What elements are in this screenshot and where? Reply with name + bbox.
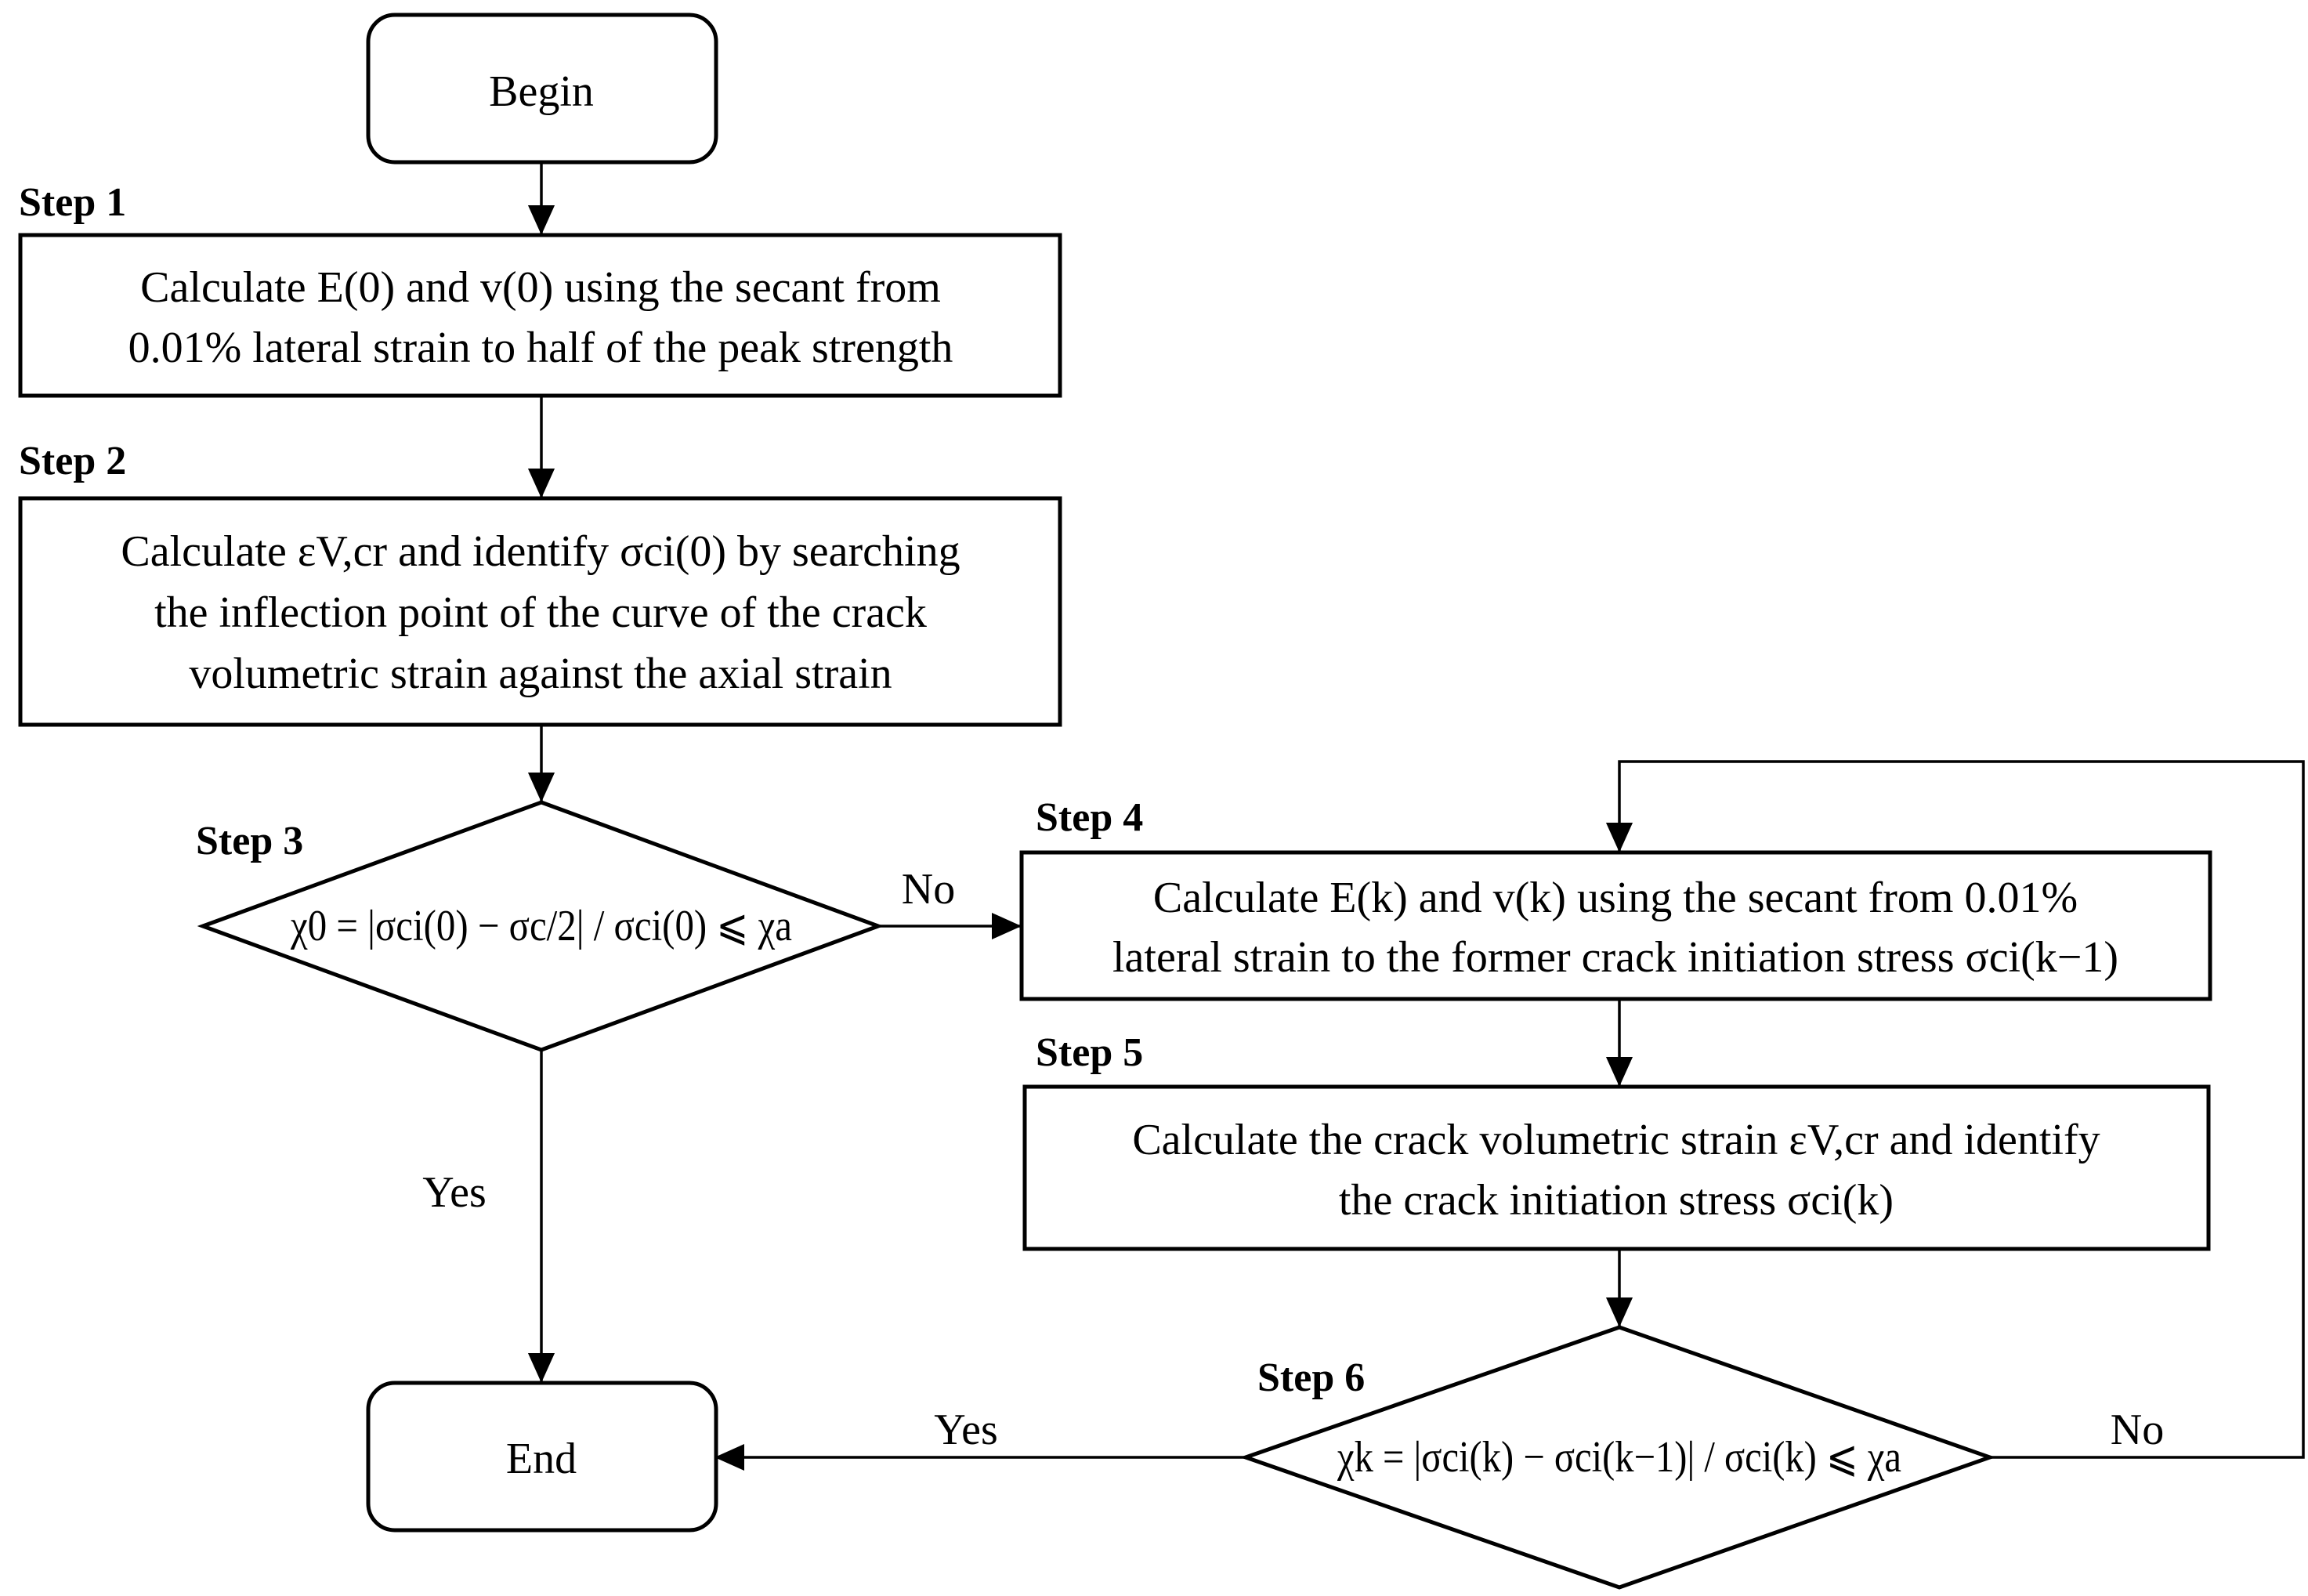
step5-node: Step 5 Calculate the crack volumetric st… [1022, 1030, 2211, 1251]
step1-label: Step 1 [19, 180, 126, 225]
step4-line2: lateral strain to the former crack initi… [1112, 933, 2118, 982]
begin-text: Begin [489, 67, 594, 116]
end-text: End [506, 1435, 577, 1483]
step2-box [18, 496, 1062, 727]
end-node: End [366, 1381, 718, 1533]
step3-no-label: No [902, 865, 955, 914]
step6-formula: χk = |σci(k) − σci(k−1)| / σci(k) ⩽ χa [1337, 1433, 1901, 1482]
step2-node: Step 2 Calculate εV,cr and identify σci(… [18, 439, 1062, 727]
step5-line1: Calculate the crack volumetric strain εV… [1132, 1116, 2100, 1164]
step6-diamond [1239, 1325, 1996, 1590]
step2-label: Step 2 [19, 439, 126, 483]
step5-line2: the crack initiation stress σci(k) [1339, 1176, 1894, 1225]
step6-label: Step 6 [1257, 1355, 1365, 1400]
step3-node: Step 3 χ0 = |σci(0) − σc/2| / σci(0) ⩽ χ… [196, 800, 884, 1052]
begin-node: Begin [366, 13, 718, 165]
step4-node: Step 4 Calculate E(k) and v(k) using the… [1019, 795, 2212, 1001]
edges [527, 163, 2305, 1471]
edge-labels: No Yes Yes No [422, 865, 2164, 1454]
step5-box [1022, 1084, 2211, 1251]
step3-formula: χ0 = |σci(0) − σc/2| / σci(0) ⩽ χa [290, 902, 792, 950]
step2-line1: Calculate εV,cr and identify σci(0) by s… [121, 527, 960, 576]
step2-line3: volumetric strain against the axial stra… [189, 650, 892, 698]
step4-label: Step 4 [1036, 795, 1143, 840]
step3-label: Step 3 [196, 819, 303, 863]
step1-line2: 0.01% lateral strain to half of the peak… [128, 324, 953, 372]
step3-diamond [197, 800, 884, 1052]
step1-node: Step 1 Calculate E(0) and v(0) using the… [18, 180, 1062, 398]
edge-step6-loop-step4 [1605, 760, 2305, 1459]
step2-line2: the inflection point of the curve of the… [154, 588, 927, 637]
step4-line1: Calculate E(k) and v(k) using the secant… [1153, 874, 2078, 922]
step3-yes-label: Yes [422, 1168, 486, 1217]
begin-terminator [366, 13, 718, 165]
step1-line1: Calculate E(0) and v(0) using the secant… [140, 263, 941, 312]
step1-box [18, 233, 1062, 398]
step6-no-label: No [2111, 1406, 2164, 1454]
step5-label: Step 5 [1036, 1030, 1143, 1075]
step6-yes-label: Yes [934, 1406, 997, 1454]
step4-box [1019, 850, 2212, 1001]
step6-node: Step 6 χk = |σci(k) − σci(k−1)| / σci(k)… [1239, 1325, 1996, 1590]
end-terminator [366, 1381, 718, 1533]
